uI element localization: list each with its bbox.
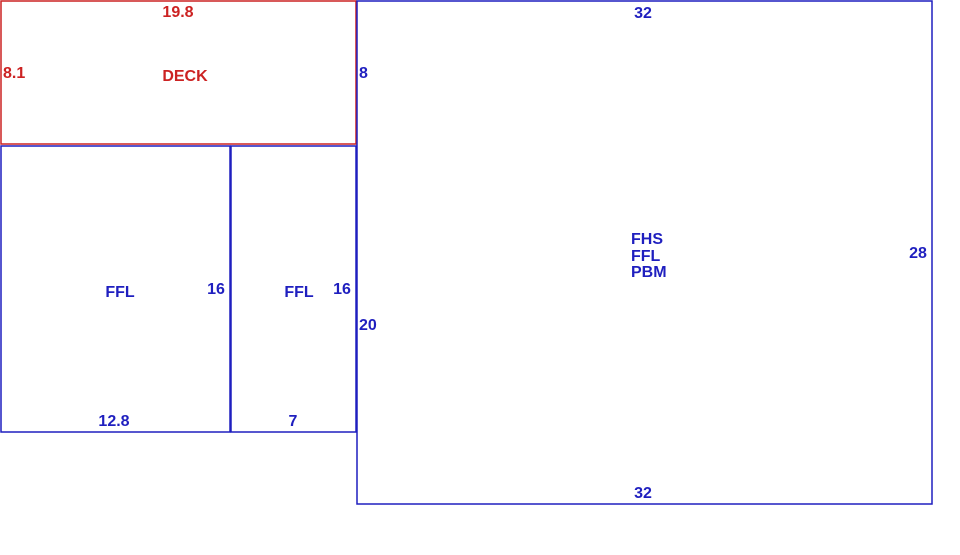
deck-section: DECK 19.8 8.1	[0, 0, 357, 145]
ffl-middle-outline	[230, 145, 357, 433]
main-bottom-width-dimension: 32	[634, 485, 652, 502]
ffl-middle-label: FFL	[284, 284, 314, 301]
main-top-width-dimension: 32	[634, 5, 652, 22]
main-section: FHS FFL PBM 32 32 28 8 20	[356, 0, 933, 505]
ffl-middle-section: FFL 7 16	[230, 145, 357, 433]
deck-height-dimension: 8.1	[3, 65, 25, 82]
main-left-lower-height-dimension: 20	[359, 317, 377, 334]
main-label-line-1: FHS	[631, 231, 663, 248]
main-label-line-2: FFL	[631, 248, 661, 265]
main-right-height-dimension: 28	[909, 245, 927, 262]
deck-label: DECK	[162, 68, 208, 85]
deck-outline	[0, 0, 357, 145]
ffl-left-height-dimension: 16	[207, 281, 225, 298]
ffl-left-width-dimension: 12.8	[98, 413, 129, 430]
ffl-left-label: FFL	[105, 284, 135, 301]
deck-width-dimension: 19.8	[162, 4, 193, 21]
ffl-left-outline	[0, 145, 231, 433]
ffl-middle-width-dimension: 7	[289, 413, 298, 430]
ffl-middle-height-dimension: 16	[333, 281, 351, 298]
main-section-outline	[356, 0, 933, 505]
main-left-upper-height-dimension: 8	[359, 65, 368, 82]
ffl-left-section: FFL 12.8 16	[0, 145, 231, 433]
main-label-line-3: PBM	[631, 264, 667, 281]
